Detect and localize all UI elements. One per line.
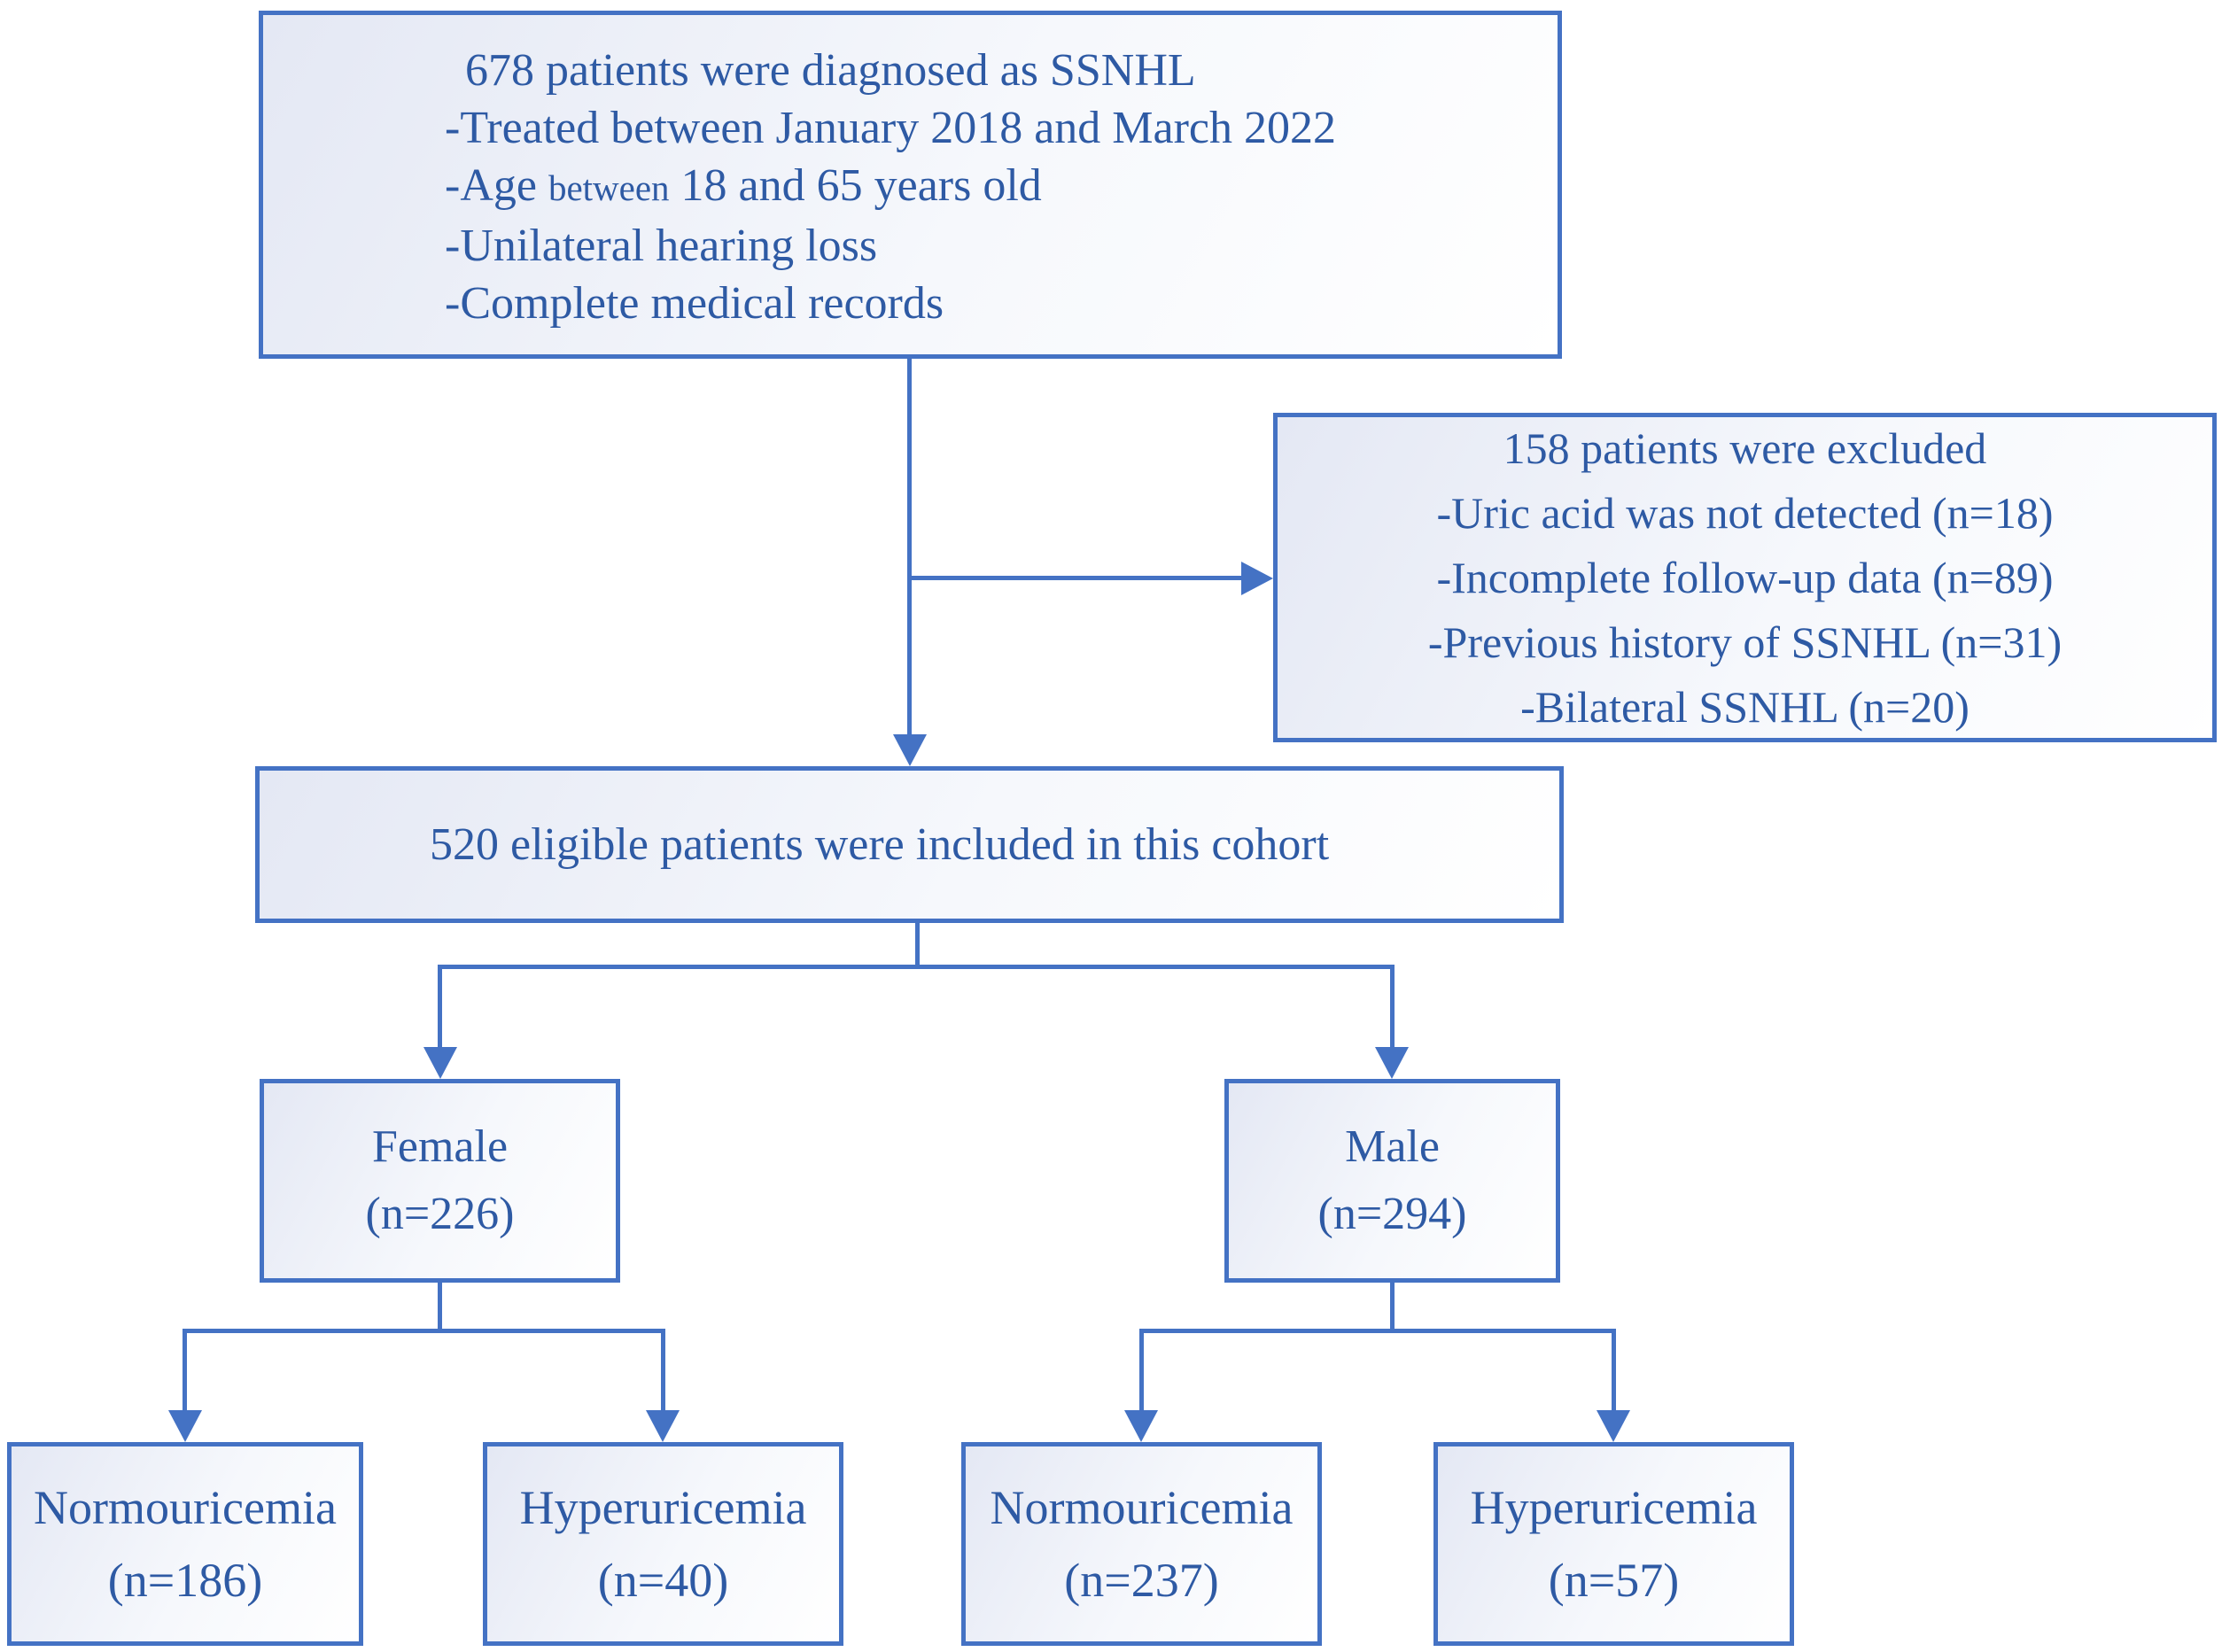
connector-branch-to-excluded [907,576,1244,580]
diagnosed-age-between: between [548,167,670,208]
female-label: Female [371,1121,509,1172]
box-excluded: 158 patients were excluded -Uric acid wa… [1273,413,2217,742]
diagnosed-criterion-unilateral: -Unilateral hearing loss [445,221,878,271]
excluded-title: 158 patients were excluded [1503,423,1987,473]
female-normouricemia-label: Normouricemia [34,1481,337,1534]
connector-to-female-normouricemia [183,1329,187,1410]
excluded-reason-followup: -Incomplete follow-up data (n=89) [1436,552,2054,602]
diagnosed-age-range: 18 and 65 years old [669,160,1042,211]
arrowhead-into-male [1375,1047,1409,1079]
connector-gender-crossbar [438,965,1395,969]
box-male: Male (n=294) [1224,1079,1560,1283]
connector-female-crossbar [183,1329,665,1333]
diagnosed-criterion-age: -Age between 18 and 65 years old [445,157,1540,217]
box-female-normouricemia: Normouricemia (n=186) [7,1442,363,1646]
box-female-hyperuricemia: Hyperuricemia (n=40) [483,1442,843,1646]
male-count: (n=294) [1317,1189,1467,1239]
arrowhead-into-female [423,1047,457,1079]
connector-eligible-stub [915,923,920,969]
female-hyperuricemia-count: (n=40) [597,1554,729,1607]
box-male-hyperuricemia: Hyperuricemia (n=57) [1433,1442,1794,1646]
connector-diagnosed-to-eligible [907,359,912,734]
arrowhead-into-female-normouricemia [168,1410,202,1442]
connector-to-male-hyperuricemia [1612,1329,1616,1410]
arrowhead-into-eligible [893,734,927,766]
connector-female-stub [438,1283,442,1333]
excluded-reason-history: -Previous history of SSNHL (n=31) [1427,617,2063,667]
diagnosed-criterion-records: -Complete medical records [445,278,944,329]
diagnosed-age-prefix: -Age [445,160,548,211]
box-eligible: 520 eligible patients were included in t… [255,766,1564,923]
arrowhead-into-female-hyperuricemia [646,1410,680,1442]
connector-male-crossbar [1139,1329,1616,1333]
connector-to-female [438,965,442,1047]
diagnosed-criterion-treated: -Treated between January 2018 and March … [445,103,1337,153]
connector-male-stub [1390,1283,1395,1333]
box-female: Female (n=226) [260,1079,620,1283]
box-male-normouricemia: Normouricemia (n=237) [961,1442,1322,1646]
excluded-reason-uric-acid: -Uric acid was not detected (n=18) [1436,487,2054,538]
arrowhead-into-excluded [1241,562,1273,595]
eligible-title: 520 eligible patients were included in t… [430,819,1330,870]
male-label: Male [1345,1121,1440,1172]
connector-to-male-normouricemia [1139,1329,1144,1410]
connector-to-male [1390,965,1395,1047]
female-count: (n=226) [365,1189,515,1239]
excluded-reason-bilateral: -Bilateral SSNHL (n=20) [1520,681,1970,732]
male-hyperuricemia-label: Hyperuricemia [1470,1481,1758,1534]
diagnosed-title: 678 patients were diagnosed as SSNHL [465,45,1196,96]
female-hyperuricemia-label: Hyperuricemia [519,1481,807,1534]
arrowhead-into-male-normouricemia [1124,1410,1158,1442]
male-normouricemia-count: (n=237) [1064,1554,1219,1607]
male-hyperuricemia-count: (n=57) [1548,1554,1680,1607]
box-diagnosed: 678 patients were diagnosed as SSNHL -Tr… [259,11,1562,359]
male-normouricemia-label: Normouricemia [990,1481,1294,1534]
connector-to-female-hyperuricemia [661,1329,665,1410]
arrowhead-into-male-hyperuricemia [1597,1410,1630,1442]
female-normouricemia-count: (n=186) [107,1554,263,1607]
